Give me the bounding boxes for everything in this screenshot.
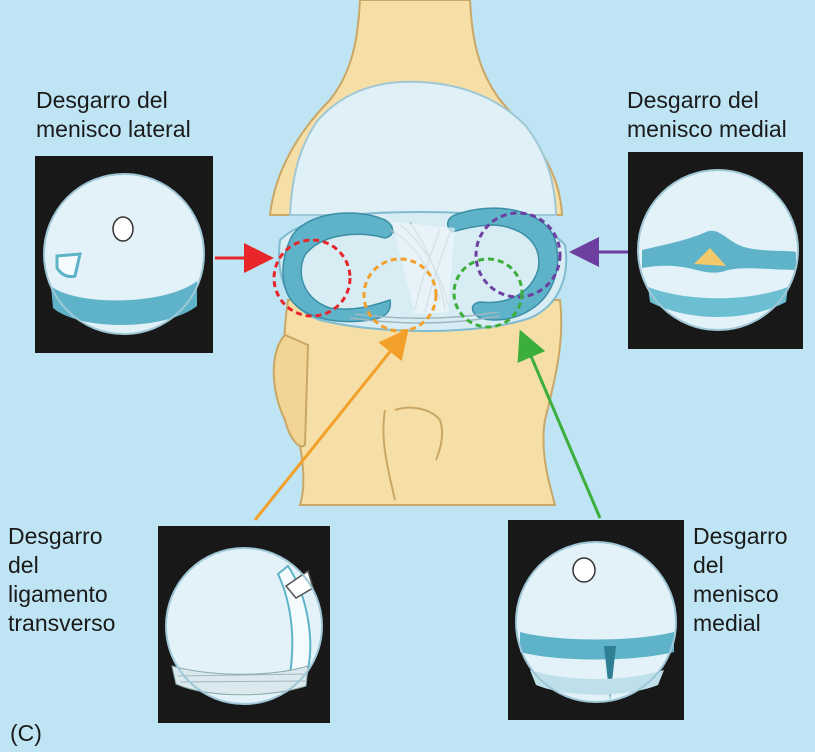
label-lateral-meniscus-tear: Desgarro del menisco lateral (36, 86, 191, 144)
panel-medial-meniscus-tear-bottom (508, 520, 684, 720)
panel-transverse-ligament-tear (158, 526, 330, 723)
label-transverse-ligament-tear: Desgarro del ligamento transverso (8, 522, 115, 638)
panel-medial-meniscus-tear-top (628, 152, 803, 349)
fibula (274, 335, 308, 446)
label-medial-meniscus-tear-bottom: Desgarro del menisco medial (693, 522, 788, 638)
figure-letter: (C) (10, 720, 42, 747)
label-medial-meniscus-tear-top: Desgarro del menisco medial (627, 86, 787, 144)
panel-lateral-meniscus-tear (35, 156, 213, 353)
